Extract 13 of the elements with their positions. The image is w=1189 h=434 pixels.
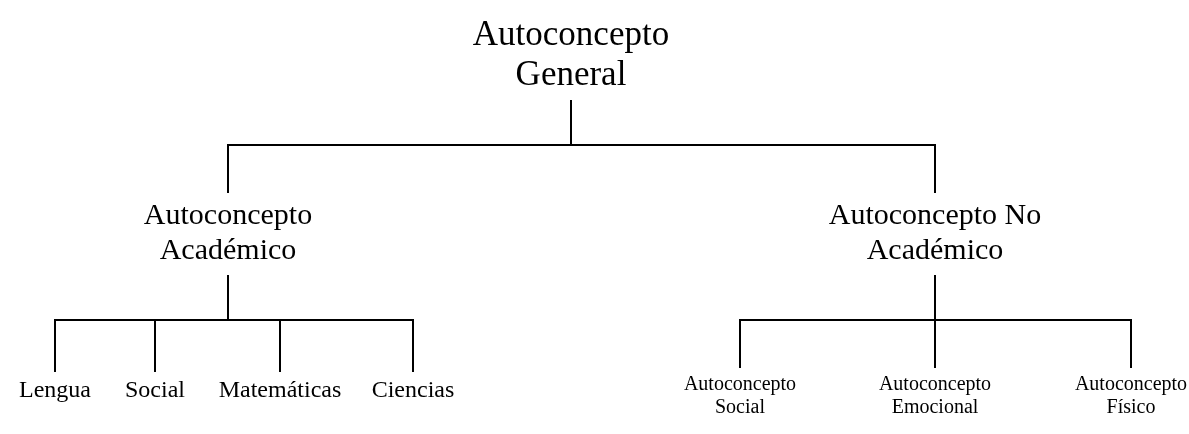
node-label: Matemáticas bbox=[217, 376, 343, 404]
connector-line bbox=[934, 274, 1132, 369]
connector-line bbox=[570, 99, 936, 194]
node-label: Autoconcepto Académico bbox=[142, 197, 314, 266]
node-label: Autoconcepto No Académico bbox=[827, 197, 1043, 266]
node-label: Autoconcepto Social bbox=[682, 372, 798, 418]
node-label: Autoconcepto Físico bbox=[1073, 372, 1189, 418]
node-label: Social bbox=[124, 376, 186, 404]
node-label: Autoconcepto General bbox=[471, 14, 671, 95]
node-label: Lengua bbox=[18, 376, 92, 404]
connector-line bbox=[227, 274, 414, 373]
node-label: Autoconcepto Emocional bbox=[877, 372, 993, 418]
node-label: Ciencias bbox=[370, 376, 456, 404]
